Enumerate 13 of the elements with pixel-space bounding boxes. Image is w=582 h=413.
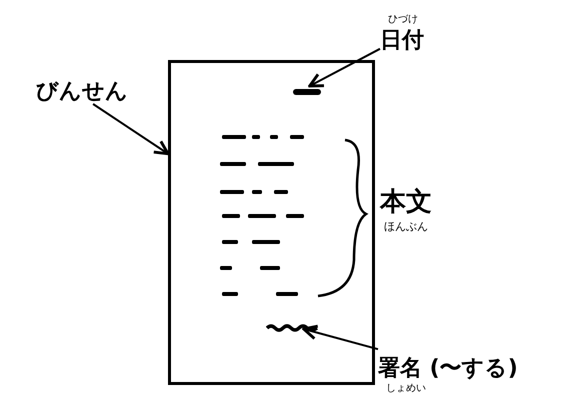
date-mark — [293, 89, 321, 95]
leader-arrow — [92, 103, 170, 156]
letter-paper — [168, 60, 375, 385]
reading-text: ほんぶん — [384, 218, 429, 234]
label-text: 日付 — [380, 26, 424, 54]
signature-squiggle — [266, 324, 318, 332]
leader-arrow — [302, 324, 378, 350]
reading-text: ひづけ — [388, 14, 418, 26]
label-text: 署名 (〜する) — [378, 355, 518, 382]
reading-text: しょめい — [386, 382, 426, 395]
label-text: 本文 — [380, 186, 432, 218]
leader-arrow — [308, 48, 380, 88]
label-text: びんせん — [36, 78, 128, 106]
